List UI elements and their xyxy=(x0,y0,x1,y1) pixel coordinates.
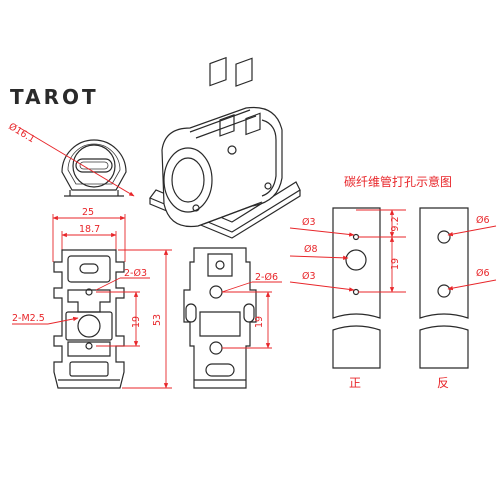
front-center-hole xyxy=(345,249,367,271)
tube-front-upper xyxy=(332,207,381,319)
iso-bore xyxy=(171,157,205,203)
tube-back-lower xyxy=(419,325,469,369)
front-top-hole xyxy=(352,233,360,241)
front-view: 25 18.7 2-Ø3 2-M2.5 19 53 xyxy=(12,207,172,389)
side-spacing-label: 19 xyxy=(254,316,265,328)
side-view-outline xyxy=(183,247,257,389)
front-spacing-label: 19 xyxy=(390,258,401,270)
front-spacing-top-label: 9.2 xyxy=(390,216,401,231)
tube-front: Ø3 Ø8 Ø3 9.2 19 正 xyxy=(289,207,406,390)
front-lower-bridge xyxy=(67,341,111,357)
iso-window-2 xyxy=(235,57,253,87)
top-view-outline xyxy=(61,139,127,191)
back-bottom-hole xyxy=(437,284,451,298)
back-side-label: 反 xyxy=(437,376,449,390)
iso-window-3 xyxy=(219,114,235,137)
iso-back-rim xyxy=(261,119,277,197)
tube-back-upper xyxy=(419,207,469,319)
diameter-leader xyxy=(19,127,135,197)
iso-hole-1 xyxy=(227,145,237,155)
isometric-view xyxy=(149,56,301,239)
side-top-window xyxy=(207,253,233,277)
side-bottom-slot xyxy=(205,363,235,377)
side-hole-leader xyxy=(221,281,253,293)
iso-window-4 xyxy=(245,112,261,136)
back-top-hole-label: Ø6 xyxy=(476,215,490,226)
spacing-label: 19 xyxy=(131,316,142,328)
side-hole-label: 2-Ø6 xyxy=(255,272,278,283)
width-inner-label: 18.7 xyxy=(79,224,100,235)
front-bottom-window xyxy=(69,361,109,377)
iso-front-face xyxy=(163,147,213,213)
back-bottom-hole-leader xyxy=(447,279,497,291)
front-top-slot xyxy=(79,263,99,274)
front-view-outline xyxy=(53,249,125,389)
tube-front-lower xyxy=(332,325,381,369)
hole-small-label: 2-Ø3 xyxy=(124,268,147,279)
tube-back: Ø6 Ø6 反 xyxy=(419,207,497,390)
tube-bore-circle xyxy=(72,144,116,188)
tarot-logo: TAROT xyxy=(10,85,99,109)
side-left-slot xyxy=(185,303,197,323)
iso-base-edge xyxy=(149,190,301,239)
center-slot-inner xyxy=(79,161,109,170)
front-top-hole-leader xyxy=(289,227,355,237)
center-slot xyxy=(75,158,113,173)
front-center-hole-label: Ø8 xyxy=(304,244,318,255)
drilling-title: 碳纤维管打孔示意图 xyxy=(344,174,452,189)
top-view: Ø16.1 xyxy=(6,121,135,197)
screw-label: 2-M2.5 xyxy=(12,313,45,324)
front-bottom-hole-label: Ø3 xyxy=(302,271,316,282)
screw-leader xyxy=(47,316,79,325)
side-mid-window xyxy=(199,311,241,337)
front-side-label: 正 xyxy=(349,376,361,390)
iso-window-1 xyxy=(209,56,227,87)
top-view-inner-outline xyxy=(67,143,121,185)
logo-text: TAROT xyxy=(10,85,99,109)
front-center-bore xyxy=(77,314,101,338)
back-top-hole-leader xyxy=(447,225,497,237)
front-center-hole-leader xyxy=(289,255,349,260)
front-bottom-hole-leader xyxy=(289,281,355,292)
front-bottom-hole xyxy=(352,288,360,296)
width-outer-label: 25 xyxy=(82,207,94,218)
side-top-hole xyxy=(215,260,225,270)
back-bottom-hole-label: Ø6 xyxy=(476,268,490,279)
front-top-window xyxy=(67,255,111,283)
hole-small-leader xyxy=(95,277,121,291)
height-label: 53 xyxy=(152,314,163,326)
diameter-label: Ø16.1 xyxy=(6,121,36,145)
side-view: 2-Ø6 19 xyxy=(183,247,282,389)
side-right-slot xyxy=(243,303,255,323)
front-lower-hole xyxy=(85,342,93,350)
back-top-hole xyxy=(437,230,451,244)
iso-hole-2 xyxy=(192,204,200,212)
front-center-block xyxy=(65,311,113,341)
iso-hole-3 xyxy=(264,182,272,190)
front-top-hole-label: Ø3 xyxy=(302,217,316,228)
front-upper-hole xyxy=(85,288,93,296)
